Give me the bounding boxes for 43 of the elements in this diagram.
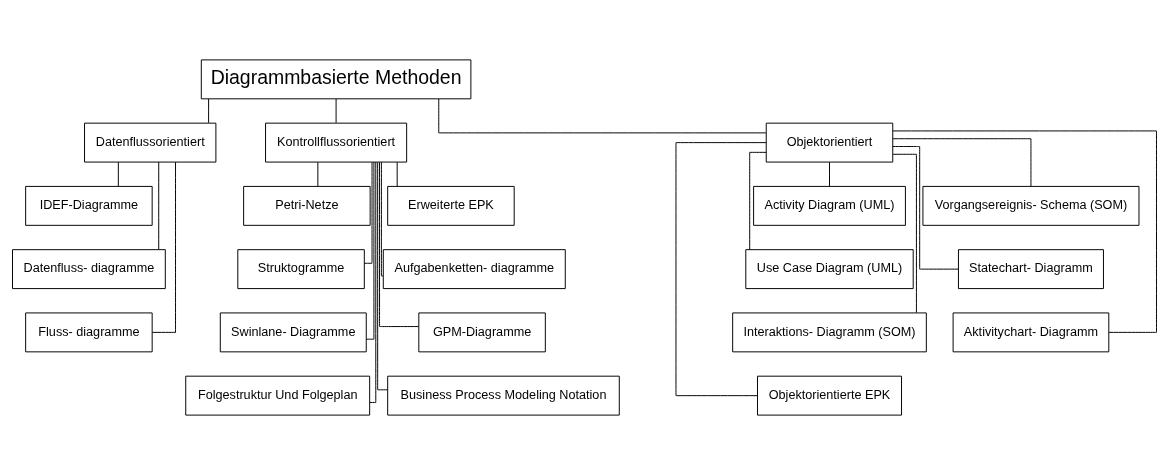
node-box: Use Case Diagram (UML) bbox=[745, 249, 914, 290]
node-box: Interaktions- Diagramm (SOM) bbox=[732, 312, 927, 353]
node-box: Aufgabenketten- diagramme bbox=[382, 249, 566, 290]
connector bbox=[749, 151, 767, 251]
node-box: Objektorientiert bbox=[765, 122, 894, 163]
node-box: Statechart- Diagramm bbox=[957, 249, 1104, 290]
connector bbox=[892, 146, 959, 270]
node-box: Vorgangsereignis- Schema (SOM) bbox=[922, 185, 1140, 226]
connector bbox=[363, 161, 373, 264]
node-box: GPM-Diagramme bbox=[418, 312, 546, 353]
connector bbox=[369, 161, 377, 403]
node-box: Fluss- diagramme bbox=[25, 312, 153, 353]
connector bbox=[366, 161, 375, 340]
connector bbox=[892, 153, 917, 314]
connector bbox=[892, 138, 1032, 187]
connector bbox=[317, 161, 319, 187]
node-box: Erweiterte EPK bbox=[387, 185, 515, 226]
connector bbox=[117, 161, 119, 187]
node-box: IDEF-Diagramme bbox=[25, 185, 153, 226]
node-box: Struktogramme bbox=[237, 249, 365, 290]
connector bbox=[892, 130, 1157, 333]
connector bbox=[438, 98, 767, 134]
node-box: Folgestruktur Und Folgeplan bbox=[185, 375, 371, 416]
connector bbox=[829, 161, 830, 187]
connector bbox=[158, 161, 160, 250]
node-box: Kontrollflussorientiert bbox=[265, 122, 408, 163]
node-box: Swinlane- Diagramme bbox=[219, 312, 367, 353]
node-box: Petri-Netze bbox=[243, 185, 371, 226]
connector bbox=[151, 161, 176, 333]
node-box: Activity Diagram (UML) bbox=[753, 185, 906, 226]
node-box: Diagrammbasierte Methoden bbox=[200, 59, 472, 100]
node-box: Business Process Modeling Notation bbox=[387, 375, 620, 416]
connector bbox=[335, 98, 337, 124]
connector bbox=[377, 161, 389, 391]
connector bbox=[208, 98, 210, 124]
connector bbox=[396, 161, 398, 187]
connector bbox=[379, 161, 420, 328]
node-box: Datenflussorientiert bbox=[84, 122, 217, 163]
node-box: Datenfluss- diagramme bbox=[12, 249, 166, 290]
connector bbox=[380, 161, 384, 277]
connector bbox=[675, 142, 767, 397]
node-box: Objektorientierte EPK bbox=[757, 375, 902, 416]
node-box: Aktivitychart- Diagramm bbox=[952, 312, 1110, 353]
